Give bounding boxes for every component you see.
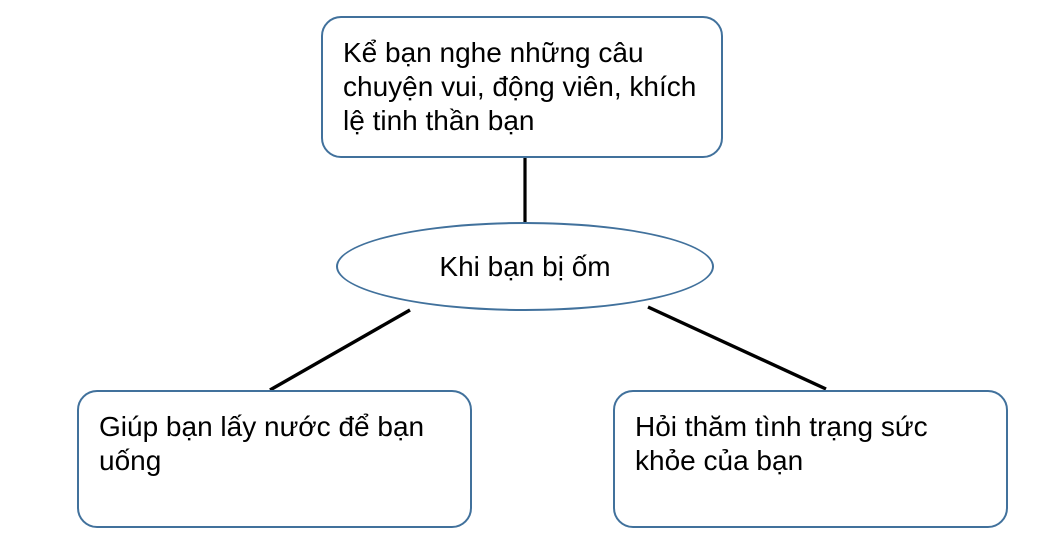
connector-center-to-bottom-right [647,305,827,391]
node-center-label: Khi bạn bị ốm [439,250,611,282]
node-bottom-right-ask-health[interactable]: Hỏi thăm tình trạng sức khỏe của bạn [613,390,1008,528]
node-top-support-cheer-up[interactable]: Kể bạn nghe những câu chuyện vui, động v… [321,16,723,158]
node-top-label: Kể bạn nghe những câu chuyện vui, động v… [343,37,705,136]
node-center-topic[interactable]: Khi bạn bị ốm [336,222,714,311]
node-bottom-left-label: Giúp bạn lấy nước để bạn uống [99,411,432,476]
connector-center-to-bottom-left [269,308,411,392]
node-bottom-right-label: Hỏi thăm tình trạng sức khỏe của bạn [635,411,936,476]
node-bottom-left-get-water[interactable]: Giúp bạn lấy nước để bạn uống [77,390,472,528]
